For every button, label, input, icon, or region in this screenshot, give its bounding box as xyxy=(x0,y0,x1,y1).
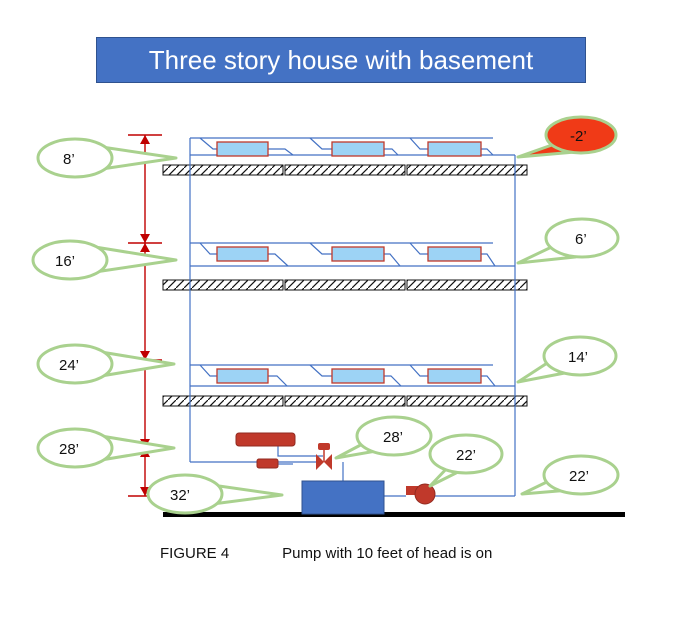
floor-slab xyxy=(162,395,528,407)
radiator xyxy=(427,141,482,157)
radiator xyxy=(427,368,482,384)
figure-caption-text: Pump with 10 feet of head is on xyxy=(282,545,493,562)
callout-label: 28’ xyxy=(59,441,79,458)
radiators xyxy=(216,141,482,384)
ground-line xyxy=(163,512,625,517)
callout-label: 22’ xyxy=(456,447,476,464)
figure-number: FIGURE 4 xyxy=(160,545,230,562)
callout-label: -2’ xyxy=(570,128,587,145)
callout-label: 14’ xyxy=(568,349,588,366)
callout-label: 24’ xyxy=(59,357,79,374)
basement-equipment xyxy=(235,432,436,515)
valve-icon xyxy=(316,443,332,470)
left-callouts: 8’ 16’ 24’ 28’ 32’ xyxy=(31,137,284,515)
floor-slabs xyxy=(162,164,528,407)
callout-label: 8’ xyxy=(63,151,75,168)
radiator xyxy=(216,246,269,262)
equipment-callouts: 28’ 22’ xyxy=(334,415,504,488)
height-callout-8: 8’ xyxy=(36,137,178,179)
radiator xyxy=(331,141,385,157)
callout-label: 16’ xyxy=(55,253,75,270)
pressure-callout-neg2: -2’ xyxy=(516,115,618,159)
pressure-callout-14: 14’ xyxy=(516,335,618,384)
pump-pressure-callout: 22’ xyxy=(428,433,504,488)
radiator xyxy=(216,368,269,384)
floor-slab xyxy=(162,164,528,176)
callout-label: 32’ xyxy=(170,487,190,504)
tank xyxy=(301,480,385,515)
callout-label: 6’ xyxy=(575,231,587,248)
boiler xyxy=(235,432,296,447)
right-callouts: -2’ 6’ 14’ 22’ xyxy=(516,115,620,496)
figure-caption: FIGURE 4 Pump with 10 feet of head is on xyxy=(160,545,492,562)
diagram-title: Three story house with basement xyxy=(96,37,586,83)
expansion-fitting xyxy=(256,458,279,469)
height-callout-28: 28’ xyxy=(36,427,176,469)
callout-label: 28’ xyxy=(383,429,403,446)
radiator xyxy=(427,246,482,262)
radiator xyxy=(331,368,385,384)
valve-pressure-callout: 28’ xyxy=(334,415,433,460)
pressure-callout-22: 22’ xyxy=(520,454,620,496)
height-callout-32: 32’ xyxy=(146,473,284,515)
radiator xyxy=(216,141,269,157)
height-callout-16: 16’ xyxy=(31,239,178,281)
height-callout-24: 24’ xyxy=(36,343,176,385)
radiator xyxy=(331,246,385,262)
pump-icon xyxy=(406,483,436,505)
pressure-callout-6: 6’ xyxy=(516,217,620,265)
floor-slab xyxy=(162,279,528,291)
callout-label: 22’ xyxy=(569,468,589,485)
